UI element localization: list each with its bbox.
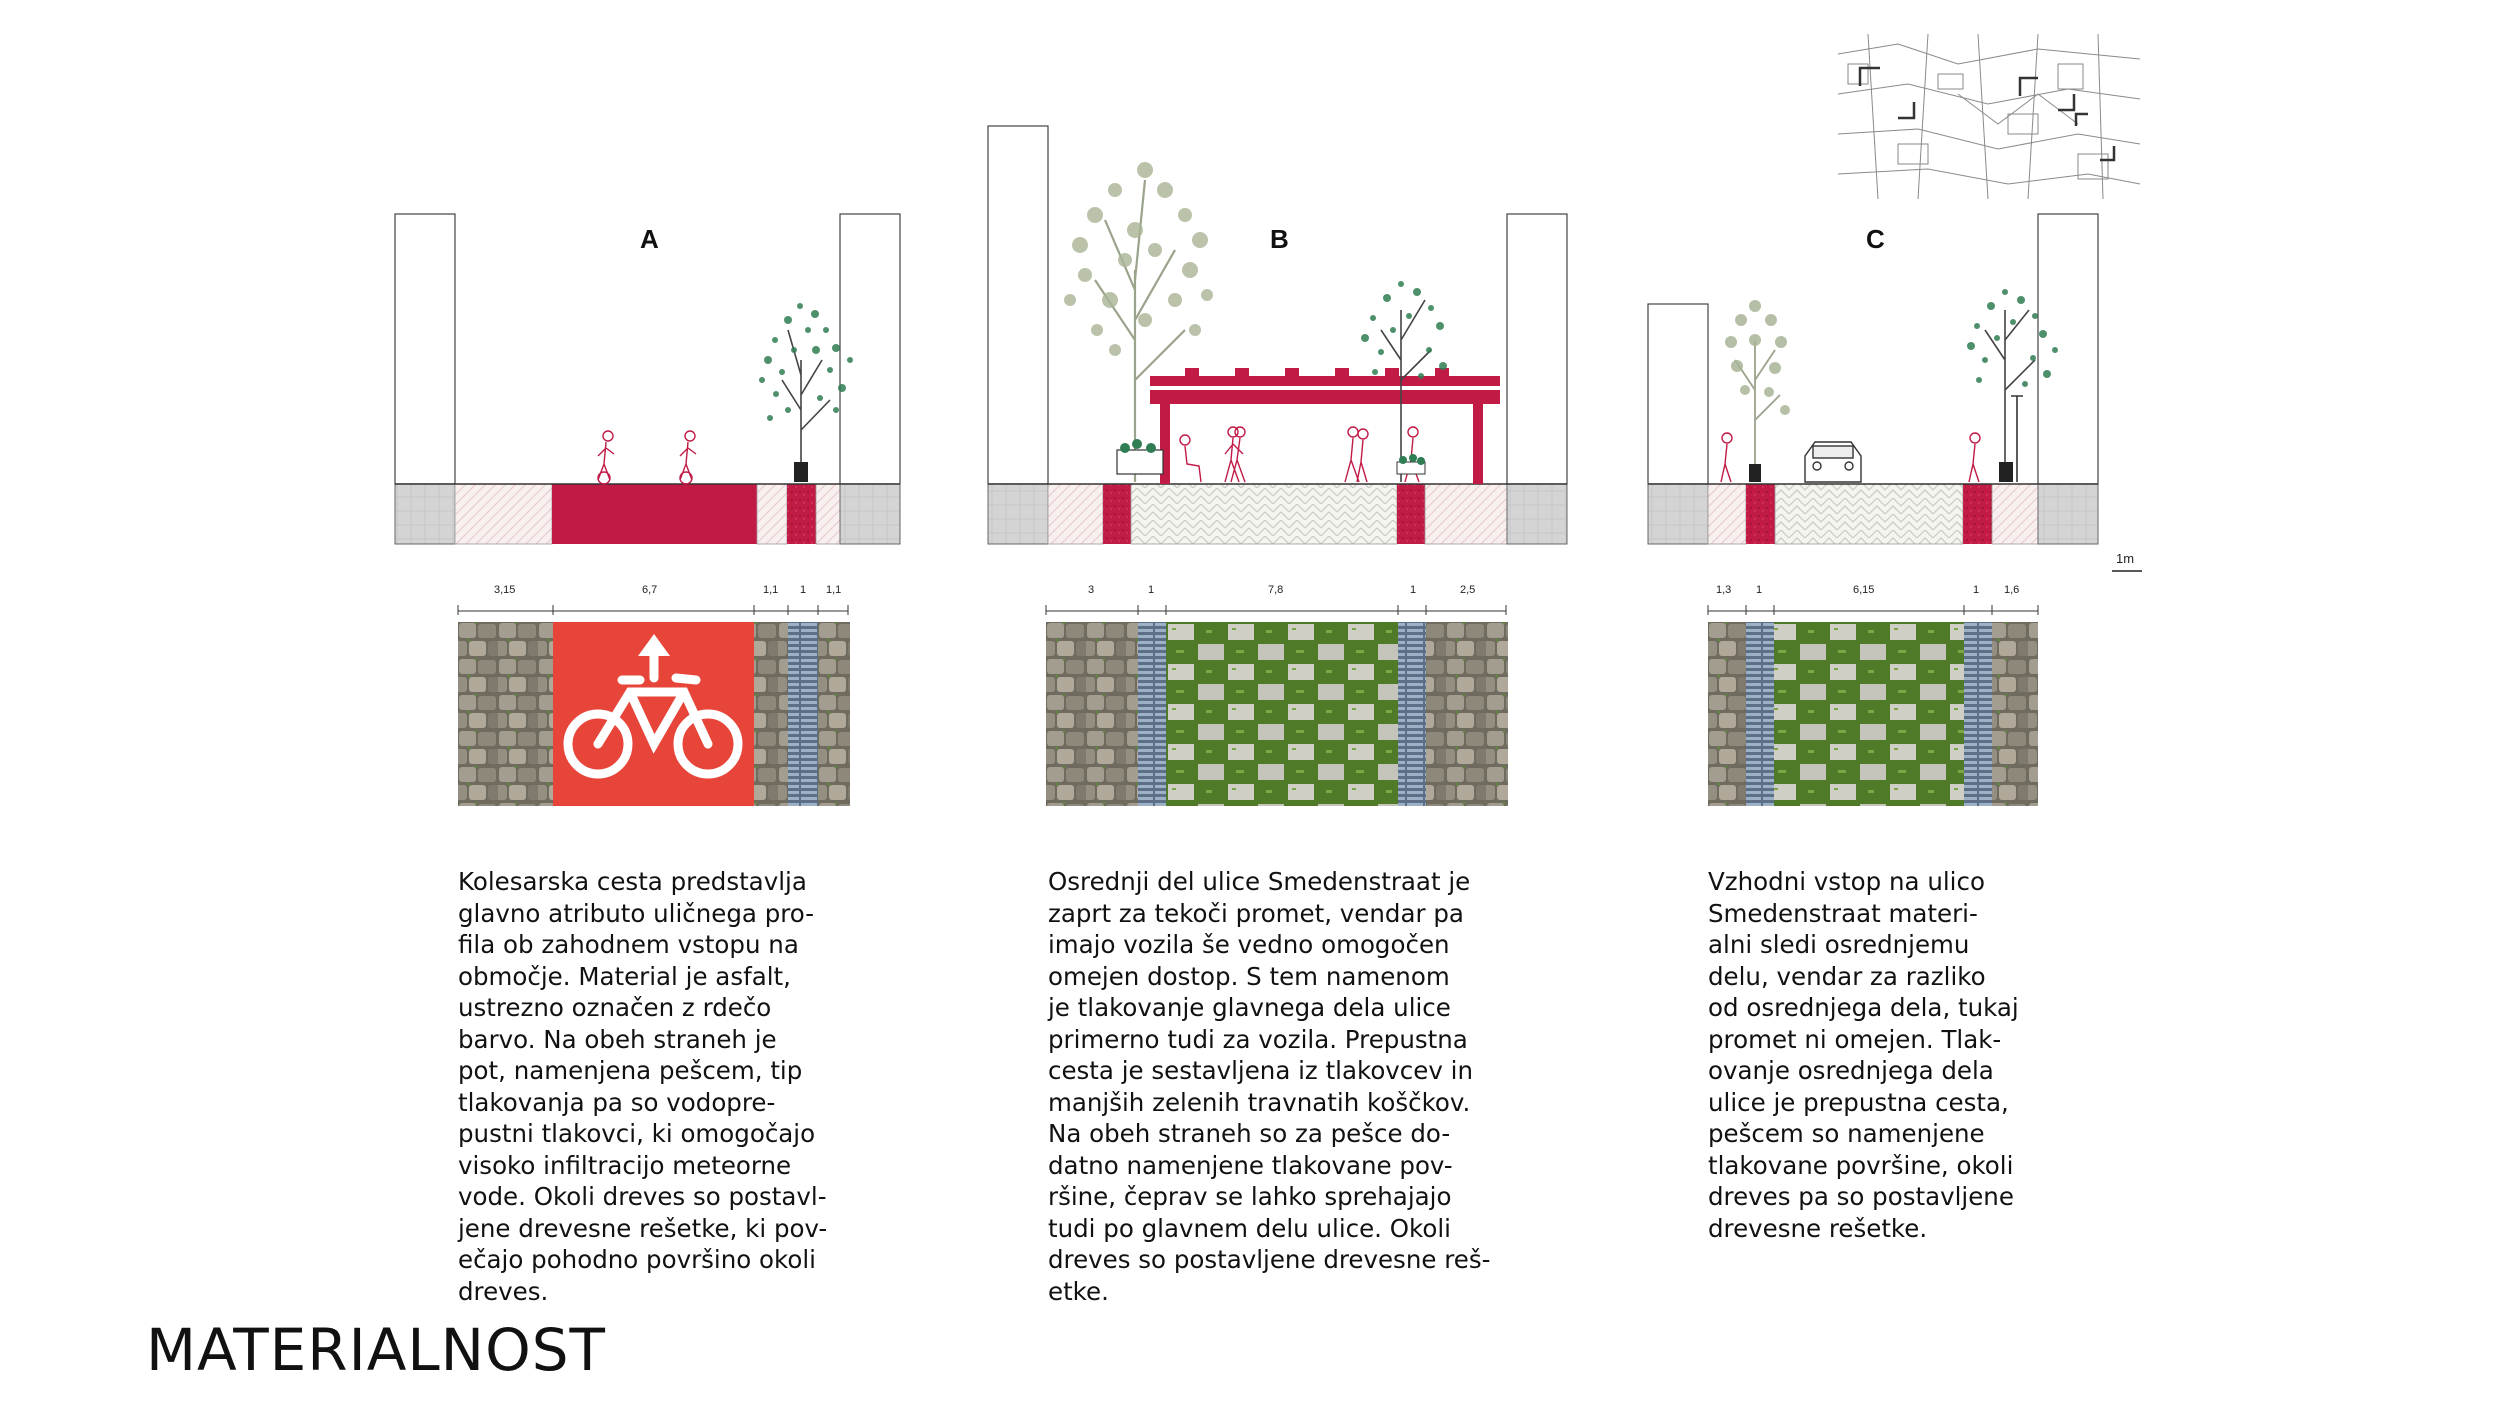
text-line: ovanje osrednjega dela: [1708, 1056, 1994, 1085]
material-photo-c: [1708, 622, 2038, 806]
dim-label: 1: [1756, 584, 1763, 596]
text-line: tudi po glavnem delu ulice. Okoli: [1048, 1213, 1451, 1243]
dim-label: 6,7: [642, 584, 658, 596]
text-line: dreves.: [458, 1276, 549, 1306]
section-label: B: [1270, 224, 1289, 254]
text-line: Na obeh straneh so za pešce do-: [1048, 1119, 1451, 1148]
text-line: datno namenjene tlakovane pov-: [1048, 1150, 1453, 1180]
dim-label: 1,1: [826, 584, 842, 596]
text-line: ulice je prepustna cesta,: [1708, 1087, 2009, 1117]
description-b: Osrednji del ulice Smedenstraat je zaprt…: [1048, 866, 1490, 1307]
key-map: [1837, 33, 2141, 200]
scale-bar: [2112, 570, 2142, 572]
tree-icon: [1725, 300, 1790, 482]
text-line: pot, namenjena pešcem, tip: [458, 1056, 803, 1085]
tree-icon: [1064, 162, 1213, 482]
text-line: ršine, čeprav se lahko sprehajajo: [1048, 1182, 1452, 1211]
text-line: zaprt za tekoči promet, vendar pa: [1048, 898, 1464, 928]
text-line: jene drevesne rešetke, ki pov-: [458, 1213, 828, 1243]
dim-label: 6,15: [1853, 584, 1875, 596]
text-line: alni sledi osrednjemu: [1708, 930, 1970, 959]
text-line: tlakovane površine, okoli: [1708, 1150, 2014, 1180]
dim-label: 3,15: [494, 584, 516, 596]
page-title: MATERIALNOST: [146, 1316, 606, 1384]
text-line: primerno tudi za vozila. Prepustna: [1048, 1024, 1468, 1054]
text-line: dreves pa so postavljene: [1708, 1182, 2014, 1211]
dim-label: 1,3: [1716, 584, 1732, 596]
text-line: imajo vozila še vedno omogočen: [1048, 930, 1450, 959]
text-line: visoko infiltracijo meteorne: [458, 1150, 792, 1180]
description-c: Vzhodni vstop na ulico Smedenstraat mate…: [1708, 866, 2019, 1244]
section-a-drawing: [394, 213, 901, 545]
cyclist-figure: [597, 430, 697, 485]
dim-label: 1: [800, 584, 807, 596]
text-line: delu, vendar za razliko: [1708, 961, 1986, 991]
dim-label: 7,8: [1268, 584, 1284, 596]
dim-label: 3: [1088, 584, 1095, 596]
text-line: Smedenstraat materi-: [1708, 898, 1978, 928]
material-photo-b: [1046, 622, 1508, 806]
text-line: vode. Okoli dreves so postavl-: [458, 1182, 827, 1211]
text-line: pešcem so namenjene: [1708, 1119, 1985, 1148]
section-c-drawing: [1647, 213, 2099, 545]
pedestrian-figure: [1179, 426, 1420, 483]
car-icon: [1804, 441, 1862, 483]
text-line: promet ni omejen. Tlak-: [1708, 1024, 2002, 1054]
text-line: cesta je sestavljena iz tlakovcev in: [1048, 1056, 1473, 1085]
text-line: etke.: [1048, 1276, 1109, 1306]
text-line: tlakovanja pa so vodopre-: [458, 1087, 776, 1117]
bike-lane-icon: [563, 634, 743, 779]
tree-icon: [759, 303, 853, 482]
dim-label: 1: [1410, 584, 1417, 596]
text-line: ustrezno označen z rdečo: [458, 993, 772, 1022]
text-line: barvo. Na obeh straneh je: [458, 1024, 777, 1054]
dimension-line: [1045, 605, 1507, 615]
dim-label: 2,5: [1460, 584, 1476, 596]
text-line: je tlakovanje glavnega dela ulice: [1048, 993, 1451, 1022]
text-line: drevesne rešetke.: [1708, 1213, 1928, 1243]
tree-icon: [1361, 281, 1447, 482]
text-line: manjših zelenih travnatih koščkov.: [1048, 1087, 1471, 1117]
text-line: Osrednji del ulice Smedenstraat je: [1048, 867, 1471, 896]
material-photo-a: [458, 622, 850, 806]
dim-label: 1: [1973, 584, 1980, 596]
dimension-line: [1707, 605, 2039, 615]
text-line: od osrednjega dela, tukaj: [1708, 993, 2019, 1022]
pedestrian-figure: [1720, 432, 1981, 483]
text-line: območje. Material je asfalt,: [458, 961, 791, 991]
text-line: Vzhodni vstop na ulico: [1708, 867, 1985, 896]
text-line: Kolesarska cesta predstavlja: [458, 867, 807, 896]
scale-label: 1m: [2116, 551, 2135, 566]
tree-icon: [1967, 289, 2058, 482]
text-line: pustni tlakovci, ki omogočajo: [458, 1119, 816, 1148]
section-b-drawing: [987, 125, 1568, 545]
text-line: fila ob zahodnem vstopu na: [458, 930, 799, 959]
text-line: dreves so postavljene drevesne reš-: [1048, 1245, 1491, 1274]
dim-label: 1,6: [2004, 584, 2020, 596]
pergola: [1150, 368, 1500, 484]
dim-label: 1: [1148, 584, 1155, 596]
text-line: glavno atributo uličnega pro-: [458, 898, 815, 928]
text-line: ečajo pohodno površino okoli: [458, 1245, 816, 1274]
section-label: A: [640, 224, 659, 254]
text-line: omejen dostop. S tem namenom: [1048, 961, 1450, 991]
dim-label: 1,1: [763, 584, 779, 596]
section-label: C: [1866, 224, 1885, 254]
dimension-line: [457, 605, 849, 615]
description-a: Kolesarska cesta predstavlja glavno atri…: [458, 866, 827, 1307]
